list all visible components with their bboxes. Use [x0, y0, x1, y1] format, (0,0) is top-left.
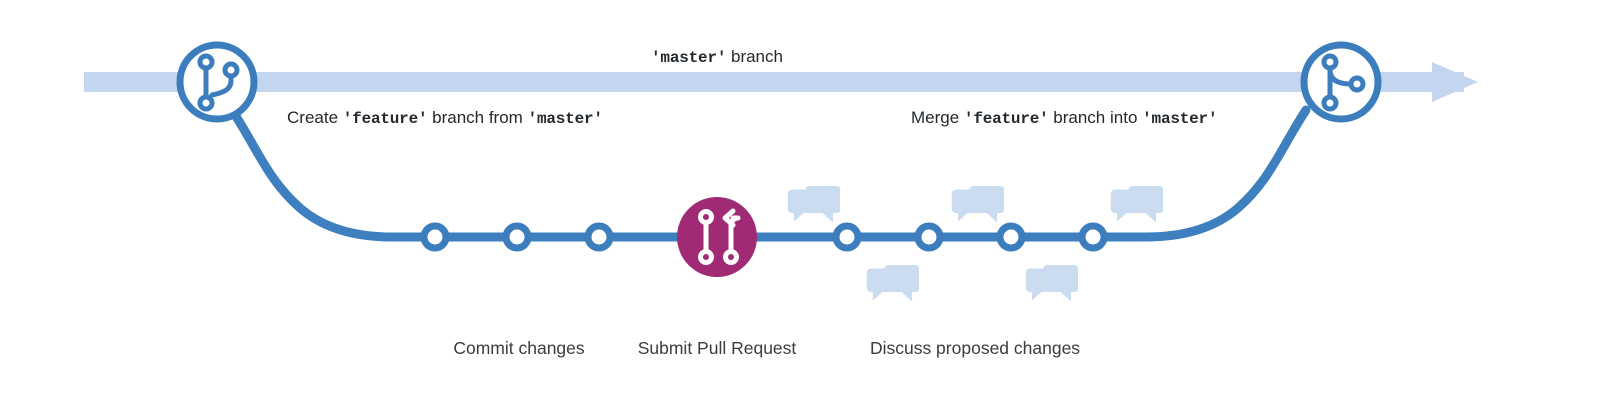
feature-branch-path [227, 105, 1311, 242]
branch-create-node[interactable] [176, 41, 258, 123]
create-branch-label: Create 'feature' branch from 'master' [287, 108, 603, 129]
master-branch-label: 'master' branch [651, 47, 783, 68]
create-label-mid: branch from [432, 108, 523, 127]
master-branch-quoted: 'master' [651, 49, 727, 67]
git-merge-icon [1321, 53, 1366, 112]
git-pull-request-icon [698, 208, 741, 265]
master-branch-line [84, 62, 1478, 102]
create-label-pre: Create [287, 108, 339, 127]
pull-request-node[interactable] [677, 197, 757, 277]
create-label-feature: 'feature' [342, 110, 428, 128]
create-label-master: 'master' [527, 110, 603, 128]
caption-submit-pull-request: Submit Pull Request [637, 338, 797, 358]
commit-node[interactable] [996, 222, 1026, 252]
caption-discuss-proposed-changes: Discuss proposed changes [869, 338, 1081, 358]
speech-bubbles-icon [787, 185, 840, 223]
branch-merge-node[interactable] [1300, 41, 1382, 123]
commit-node[interactable] [914, 222, 944, 252]
merge-label-pre: Merge [911, 108, 960, 127]
merge-label-mid: branch into [1053, 108, 1138, 127]
merge-label-master: 'master' [1142, 110, 1218, 128]
commit-node[interactable] [832, 222, 862, 252]
merge-branch-label: Merge 'feature' branch into 'master' [911, 108, 1218, 129]
git-branch-icon [197, 53, 240, 112]
commit-node[interactable] [420, 222, 450, 252]
commit-node[interactable] [502, 222, 532, 252]
commit-node[interactable] [1078, 222, 1108, 252]
arrow-right-icon [1432, 62, 1478, 102]
speech-bubbles-icon [1110, 185, 1163, 223]
commit-node[interactable] [584, 222, 614, 252]
caption-commit-changes: Commit changes [453, 338, 585, 358]
speech-bubbles-icon [1025, 264, 1078, 302]
speech-bubbles-icon [866, 264, 919, 302]
speech-bubbles-icon [951, 185, 1004, 223]
merge-label-feature: 'feature' [963, 110, 1049, 128]
master-branch-rest: branch [730, 47, 783, 66]
commit-nodes [420, 222, 1108, 252]
